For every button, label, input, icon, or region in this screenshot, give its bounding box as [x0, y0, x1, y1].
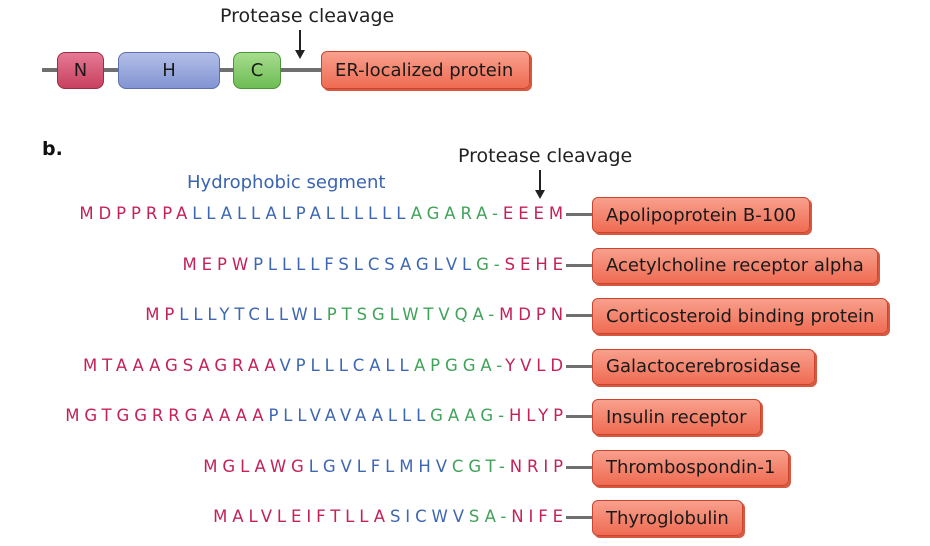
sequence-row: MTAAAGSAGRAAVPLLLCALLAPGGA-YVLD — [83, 356, 568, 375]
h-region-box: H — [118, 52, 220, 89]
protein-name-box: Acetylcholine receptor alpha — [592, 247, 878, 284]
h-region-residues: LLLYTCLLWL — [179, 305, 327, 324]
mature-protein-residues: HLYP — [508, 406, 568, 425]
n-region-box: N — [57, 52, 104, 89]
n-region-residues: MGTGGRRGAAAA — [65, 406, 269, 425]
c-region-residues: AGARA- — [410, 204, 503, 223]
protein-name-label: Apolipoprotein B-100 — [606, 204, 797, 226]
er-protein-label: ER-localized protein — [335, 59, 514, 81]
mature-protein-residues: NRIP — [509, 456, 568, 476]
n-region-residues: MGLAWG — [203, 456, 309, 476]
c-region-residues: G- — [476, 254, 505, 274]
mature-protein-residues: EEEM — [502, 204, 568, 223]
protein-name-box: Galactocerebrosidase — [592, 348, 815, 385]
row-connector — [566, 516, 594, 519]
er-protein-box: ER-localized protein — [321, 51, 530, 89]
h-region-residues: PLLVAVAALLL — [268, 406, 431, 425]
row-connector — [566, 465, 594, 469]
sequence-row: MDPPRPALLALLALPALLLLLLAGARA-EEEM — [79, 204, 568, 223]
protein-name-box: Thrombospondin-1 — [592, 449, 790, 486]
row-connector — [566, 263, 594, 267]
protein-name-label: Thyroglobulin — [606, 507, 729, 529]
row-connector — [566, 314, 594, 317]
n-region-residues: MDPPRPA — [79, 204, 193, 223]
protein-name-box: Corticosteroid binding protein — [592, 298, 889, 334]
hydrophobic-segment-label: Hydrophobic segment — [187, 172, 386, 193]
c-region-residues: GAAG- — [430, 406, 509, 425]
sequence-row: MGLAWGLGVLFLMHVCGT-NRIP — [203, 457, 568, 476]
mature-protein-residues: MDPN — [499, 305, 568, 324]
protein-name-label: Acetylcholine receptor alpha — [606, 255, 864, 276]
sequence-row: MGTGGRRGAAAAPLLVAVAALLLGAAG-HLYP — [65, 406, 568, 425]
sequence-row: MEPWPLLLLFSLCSAGLVLG-SEHE — [183, 255, 568, 274]
c-region-residues: SA- — [468, 507, 512, 526]
h-region-label: H — [162, 60, 176, 81]
n-region-residues: MTAAAGSAGRAA — [83, 355, 280, 375]
protein-name-label: Insulin receptor — [606, 406, 747, 428]
h-region-residues: VPLLLCALL — [279, 355, 414, 375]
mature-protein-residues: YVLD — [505, 355, 568, 375]
n-region-label: N — [73, 60, 88, 81]
c-region-residues: APGGA- — [413, 355, 506, 375]
cleavage-label-a: Protease cleavage — [220, 5, 395, 27]
protein-name-box: Insulin receptor — [592, 399, 761, 435]
c-region-residues: PTSGLWTVQA- — [326, 305, 500, 324]
h-region-residues: PLLLLFSLCSAGLVL — [253, 254, 477, 274]
row-connector — [566, 213, 594, 216]
protein-name-box: Thyroglobulin — [592, 500, 743, 536]
cleavage-arrow-a — [299, 30, 301, 52]
c-region-residues: CGT- — [451, 456, 510, 476]
h-region-residues: LGVLFLMHV — [308, 456, 452, 476]
row-connector — [566, 415, 594, 418]
mature-protein-residues: SEHE — [504, 254, 568, 274]
c-region-box: C — [233, 52, 281, 89]
row-connector — [566, 364, 594, 368]
c-region-label: C — [250, 60, 264, 81]
h-region-residues: SICWV — [389, 507, 469, 526]
sequence-row: MPLLLYTCLLWLPTSGLWTVQA-MDPN — [145, 305, 568, 324]
protein-name-label: Galactocerebrosidase — [606, 356, 801, 377]
n-region-residues: MEPW — [182, 254, 254, 274]
n-region-residues: MP — [145, 305, 180, 324]
cleavage-label-b: Protease cleavage — [458, 145, 633, 167]
protein-name-label: Corticosteroid binding protein — [606, 305, 875, 327]
mature-protein-residues: NIFE — [511, 507, 568, 526]
cleavage-arrowhead-b — [535, 190, 545, 199]
n-region-residues: MALVLEIFTLLA — [213, 507, 390, 526]
protein-name-box: Apolipoprotein B-100 — [592, 197, 811, 233]
cleavage-arrowhead-a — [295, 50, 305, 59]
cleavage-arrow-b — [539, 170, 541, 192]
h-region-residues: LLALLALPALLLLLL — [192, 204, 411, 223]
protein-name-label: Thrombospondin-1 — [606, 457, 776, 478]
panel-label-b: b. — [42, 138, 63, 160]
sequence-row: MALVLEIFTLLASICWVSA-NIFE — [213, 507, 568, 526]
